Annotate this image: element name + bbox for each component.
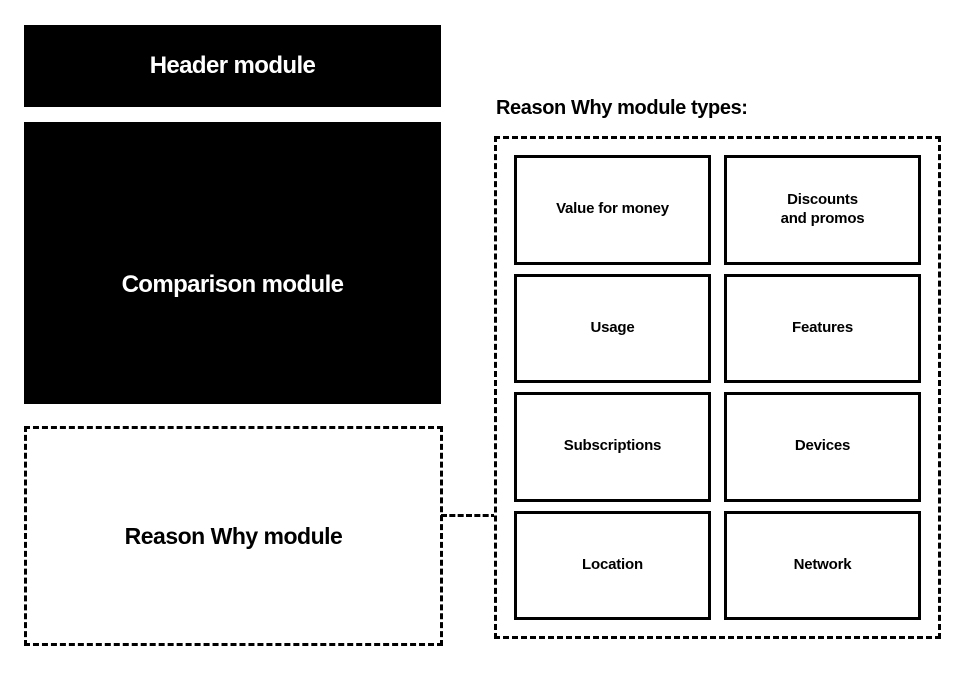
reason-why-module-block[interactable]: Reason Why module xyxy=(24,426,443,646)
reason-why-to-types-connector xyxy=(441,514,497,517)
type-card-label: Value for money xyxy=(556,200,669,218)
type-card-label: Location xyxy=(582,555,643,573)
comparison-module-label: Comparison module xyxy=(121,270,344,298)
reason-why-types-panel: Reason Why module types: Value for money… xyxy=(494,96,941,639)
type-card-value-for-money[interactable]: Value for money xyxy=(514,155,711,265)
type-card-discounts-and-promos[interactable]: Discounts and promos xyxy=(724,155,921,265)
type-card-label: Usage xyxy=(590,318,635,336)
type-card-devices[interactable]: Devices xyxy=(724,392,921,502)
type-card-features[interactable]: Features xyxy=(724,273,921,383)
header-module-label: Header module xyxy=(149,51,316,79)
type-card-label: Network xyxy=(793,555,852,573)
types-dashed-container: Value for money Discounts and promos Usa… xyxy=(494,136,941,639)
type-card-usage[interactable]: Usage xyxy=(514,273,711,383)
type-card-location[interactable]: Location xyxy=(514,510,711,620)
types-grid: Value for money Discounts and promos Usa… xyxy=(514,155,921,620)
reason-why-module-label: Reason Why module xyxy=(124,522,343,549)
type-card-subscriptions[interactable]: Subscriptions xyxy=(514,392,711,502)
type-card-label: Features xyxy=(792,318,853,336)
comparison-module-block[interactable]: Comparison module xyxy=(24,122,441,404)
type-card-network[interactable]: Network xyxy=(724,510,921,620)
header-module-block[interactable]: Header module xyxy=(24,25,441,107)
types-panel-heading: Reason Why module types: xyxy=(496,97,748,119)
type-card-label: Discounts and promos xyxy=(780,191,865,227)
type-card-label: Devices xyxy=(794,437,851,455)
type-card-label: Subscriptions xyxy=(563,437,662,455)
